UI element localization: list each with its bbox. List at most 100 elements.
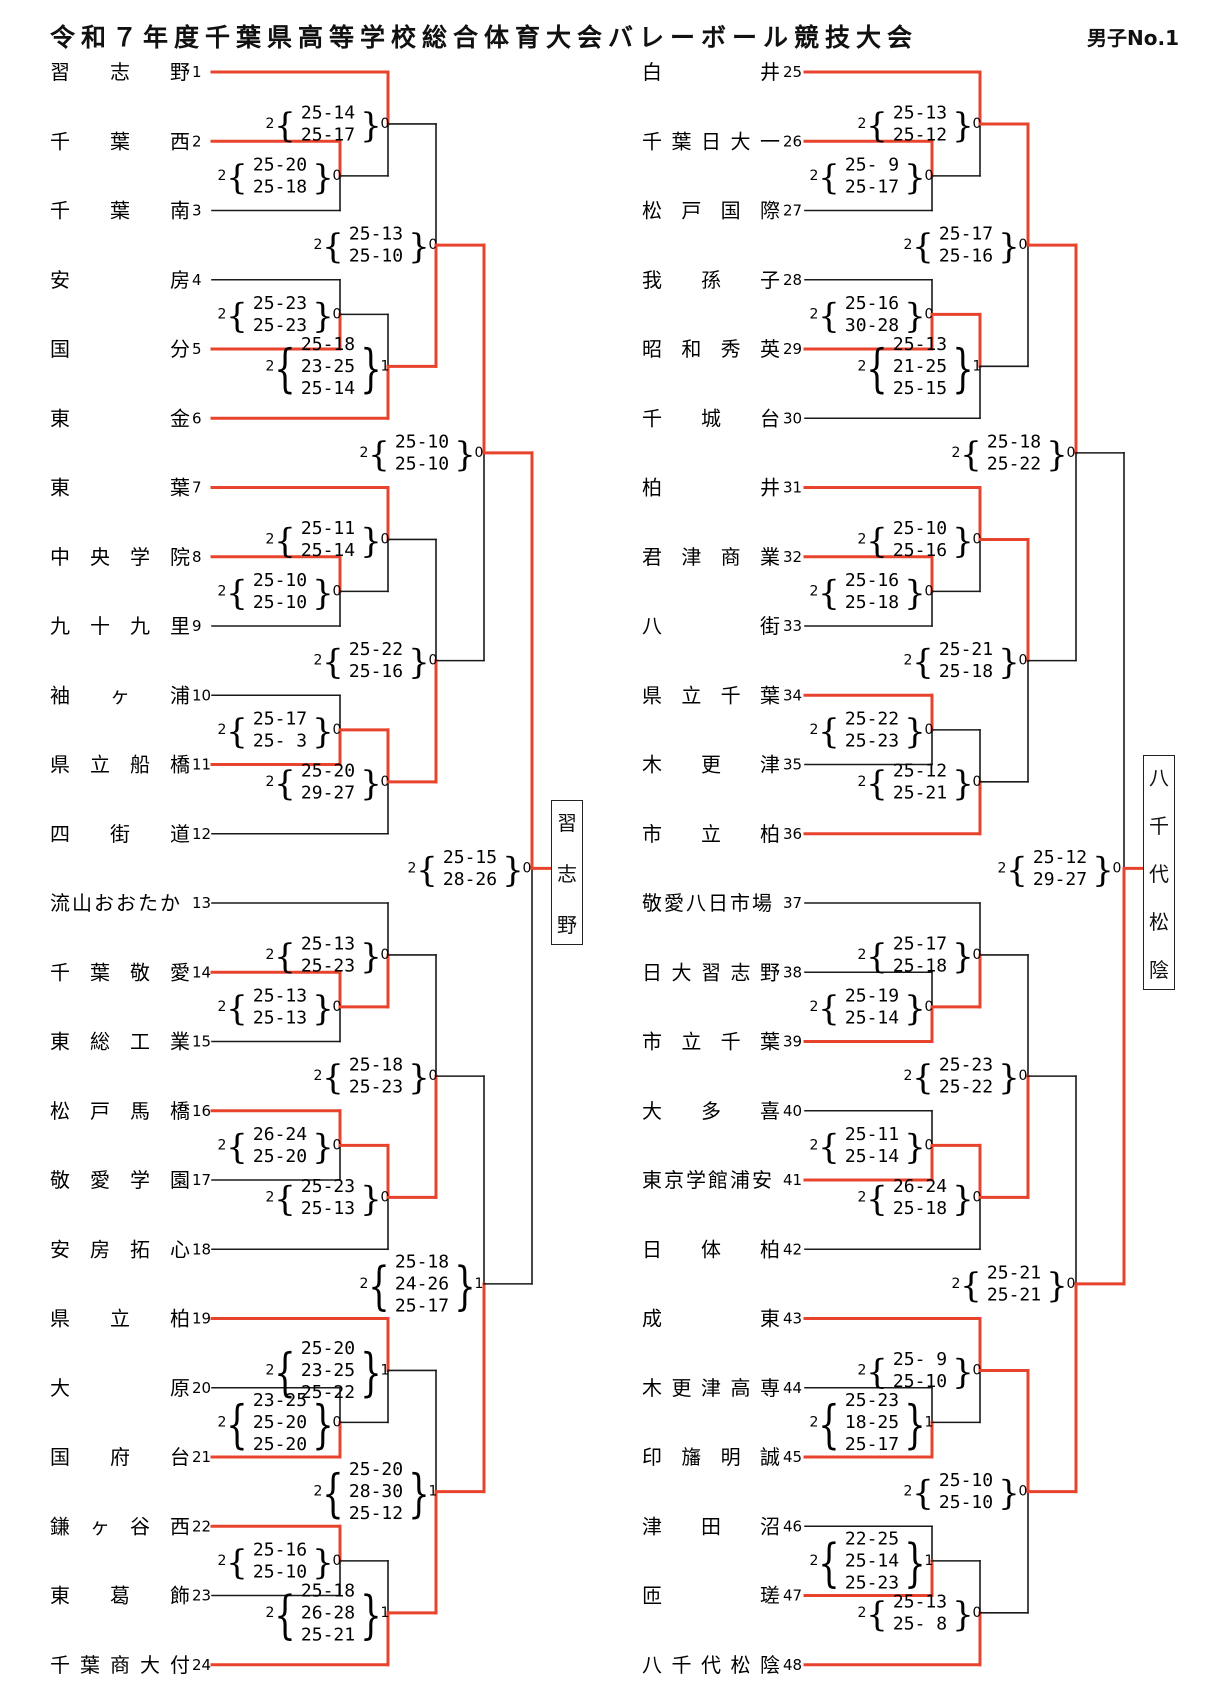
set-score: 25-21 (939, 639, 993, 660)
team-name-char: ヶ (110, 683, 130, 707)
team-seed: 1 (192, 63, 202, 81)
sets-lost: 0 (381, 947, 390, 963)
team-name-char: 国 (50, 337, 70, 361)
champion-char: 習 (557, 810, 577, 835)
team-name-char: 多 (701, 1099, 721, 1123)
brace-left: { (274, 937, 296, 977)
brace-right: } (998, 1058, 1020, 1098)
brace-right: } (454, 435, 476, 475)
team-name-char: 立 (110, 1307, 130, 1331)
brace-right: } (312, 573, 334, 613)
sets-won: 2 (810, 168, 819, 184)
set-score: 25-14 (301, 378, 355, 399)
sets-won: 2 (314, 237, 323, 253)
team-name-char: 房 (170, 268, 190, 292)
sets-won: 2 (218, 306, 227, 322)
team-name-char: 成 (642, 1307, 662, 1331)
set-score: 25-17 (893, 933, 947, 954)
team-name-char: 津 (760, 753, 780, 777)
brace-right: } (904, 573, 926, 613)
team-seed: 41 (783, 1171, 802, 1189)
team-name-char: 国 (50, 1445, 70, 1469)
sets-lost: 0 (925, 168, 934, 184)
sets-won: 2 (360, 1276, 369, 1292)
brace-left: { (416, 850, 438, 890)
brace-left: { (274, 764, 296, 804)
sets-won: 2 (810, 583, 819, 599)
set-score: 28-30 (349, 1481, 403, 1502)
team-name-char: 心 (170, 1237, 190, 1261)
brace-left: { (818, 1534, 840, 1593)
set-score: 25-16 (939, 246, 993, 267)
set-score: 25-15 (443, 847, 497, 868)
set-score: 25-13 (893, 1591, 947, 1612)
set-score: 23-25 (253, 1390, 307, 1411)
brace-right: } (1046, 435, 1068, 475)
set-score: 25-11 (301, 518, 355, 539)
team-name-char: 白 (642, 60, 662, 84)
brace-left: { (818, 712, 840, 752)
brace-left: { (226, 989, 248, 1029)
brace-right: } (952, 1352, 974, 1392)
team-name-char: 君 (642, 545, 662, 569)
sets-won: 2 (218, 999, 227, 1015)
team-name-char: 明 (721, 1445, 741, 1469)
set-score: 25-10 (395, 431, 449, 452)
brace-right: } (312, 1543, 334, 1583)
team-name-char: 日 (642, 1237, 662, 1261)
brace-left: { (866, 937, 888, 977)
team-name-char: 敬 (130, 960, 150, 984)
sets-lost: 0 (973, 116, 982, 132)
sets-won: 2 (266, 774, 275, 790)
team-name-char: 城 (701, 406, 721, 430)
sets-won: 2 (858, 774, 867, 790)
brace-right: } (952, 937, 974, 977)
team-name-char: 馬 (130, 1099, 150, 1123)
sets-lost: 0 (333, 306, 342, 322)
team-name-char: 国 (721, 199, 741, 223)
team-name-char: 松 (642, 199, 662, 223)
team-seed: 34 (783, 686, 802, 704)
set-score: 25-20 (253, 1434, 307, 1455)
sets-lost: 0 (333, 722, 342, 738)
sets-won: 2 (218, 1414, 227, 1430)
set-score: 25-17 (845, 1434, 899, 1455)
sets-lost: 0 (925, 999, 934, 1015)
brace-right: } (904, 1534, 926, 1593)
set-score: 25-21 (987, 1262, 1041, 1283)
team-name-char: 南 (170, 199, 190, 223)
brace-right: } (312, 158, 334, 198)
brace-right: } (360, 1586, 382, 1645)
brace-right: } (952, 521, 974, 561)
champion-char: 野 (557, 912, 577, 937)
team-name-char: 県 (50, 753, 70, 777)
set-score: 25-21 (893, 782, 947, 803)
brace-right: } (952, 106, 974, 146)
team-name-char: 田 (701, 1514, 721, 1538)
team-seed: 37 (783, 894, 802, 912)
sets-lost: 0 (333, 1414, 342, 1430)
brace-right: } (998, 1474, 1020, 1514)
team-name-char: 一 (760, 129, 780, 153)
sets-won: 2 (810, 1553, 819, 1569)
sets-lost: 0 (925, 306, 934, 322)
sets-won: 2 (266, 947, 275, 963)
brace-right: } (904, 712, 926, 752)
set-score: 25-22 (939, 1077, 993, 1098)
team-name-char: 匝 (642, 1584, 662, 1608)
set-score: 25-10 (253, 1561, 307, 1582)
sets-lost: 0 (429, 653, 438, 669)
team-name-char: 市 (730, 891, 750, 915)
team-name-char: 千 (642, 129, 662, 153)
brace-left: { (866, 1352, 888, 1392)
set-score: 25-23 (301, 1176, 355, 1197)
team-seed: 16 (192, 1102, 211, 1120)
set-score: 25- 8 (893, 1613, 947, 1634)
brace-right: } (360, 106, 382, 146)
team-name-char: 松 (50, 1099, 70, 1123)
sets-won: 2 (858, 1605, 867, 1621)
champion-char: 千 (1149, 813, 1169, 838)
set-score: 25-12 (1033, 847, 1087, 868)
team-name-char: 大 (50, 1376, 70, 1400)
team-name-char: お (94, 891, 114, 915)
